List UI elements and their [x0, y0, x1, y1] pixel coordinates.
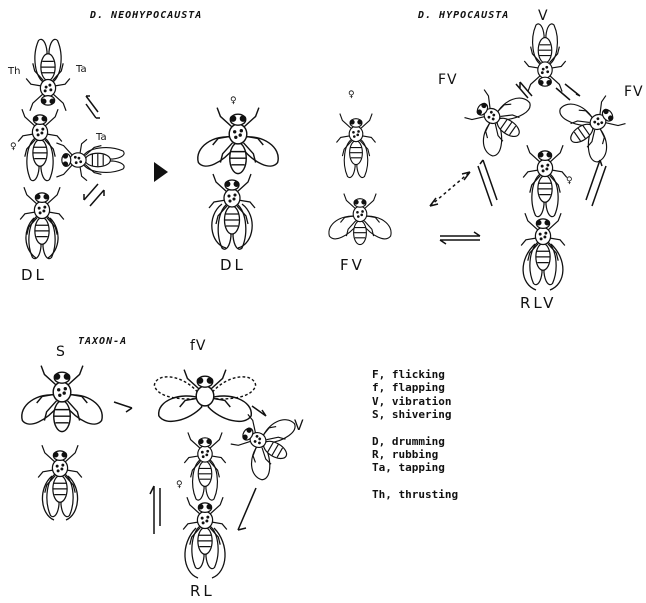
label-th: Th	[8, 66, 20, 77]
hypo-rlv-fly	[521, 213, 565, 284]
taxon-fv-body	[184, 432, 225, 500]
label-ta-top: Ta	[76, 64, 87, 75]
female-symbol-hypo-center: ♀	[566, 176, 573, 186]
neo-top-fly-inverted	[26, 39, 70, 110]
legend-item: f, flapping	[372, 381, 458, 394]
label-fv: FV	[340, 256, 365, 274]
label-v-top: V	[538, 8, 549, 24]
section-title-hypocausta: D. HYPOCAUSTA	[418, 10, 509, 21]
behavior-legend: F, flicking f, flapping V, vibration S, …	[372, 368, 458, 501]
neo-female-fly	[18, 109, 62, 180]
legend-item: F, flicking	[372, 368, 458, 381]
label-fv-left: FV	[438, 72, 458, 88]
legend-item: Th, thrusting	[372, 488, 458, 501]
label-s: S	[56, 344, 66, 360]
legend-item: Ta, tapping	[372, 461, 458, 474]
legend-item: R, rubbing	[372, 448, 458, 461]
label-dl-left: DL	[21, 266, 47, 284]
legend-item: S, shivering	[372, 408, 458, 421]
taxon-rl-fly	[183, 497, 227, 568]
label-fv-right: FV	[624, 84, 644, 100]
hypo-center-female-fly	[523, 145, 567, 216]
female-symbol-neo-mid: ♀	[230, 96, 237, 106]
label-rlv: RLV	[520, 294, 556, 312]
female-symbol-taxon: ♀	[176, 480, 183, 490]
legend-item: V, vibration	[372, 395, 458, 408]
hypo-v-top-fly	[524, 24, 565, 92]
neo-bottom-fly	[20, 187, 64, 258]
hypo-female-fly	[336, 114, 375, 178]
section-title-neohypocausta: D. NEOHYPOCAUSTA	[90, 10, 202, 21]
next-stage-arrow	[154, 162, 168, 182]
hypo-fv-fly	[329, 194, 391, 245]
neo-mid-female-fly	[198, 108, 278, 174]
section-title-taxon-a: TAXON-A	[78, 336, 127, 347]
female-symbol-hypo-left: ♀	[348, 90, 355, 100]
taxon-fv-fly	[154, 370, 255, 422]
taxon-s-fly	[22, 366, 102, 432]
hypo-fv-left-fly	[455, 77, 537, 162]
legend-item: D, drumming	[372, 435, 458, 448]
label-dl-mid: DL	[220, 256, 246, 274]
neo-tapping-fly	[56, 139, 124, 180]
label-fv-small: fV	[190, 338, 207, 354]
label-ta-mid: Ta	[96, 132, 107, 143]
label-v-right: V	[294, 418, 305, 434]
label-rl: RL	[190, 582, 215, 600]
taxon-female-fly	[38, 445, 82, 516]
female-symbol-neo-left: ♀	[10, 142, 17, 152]
